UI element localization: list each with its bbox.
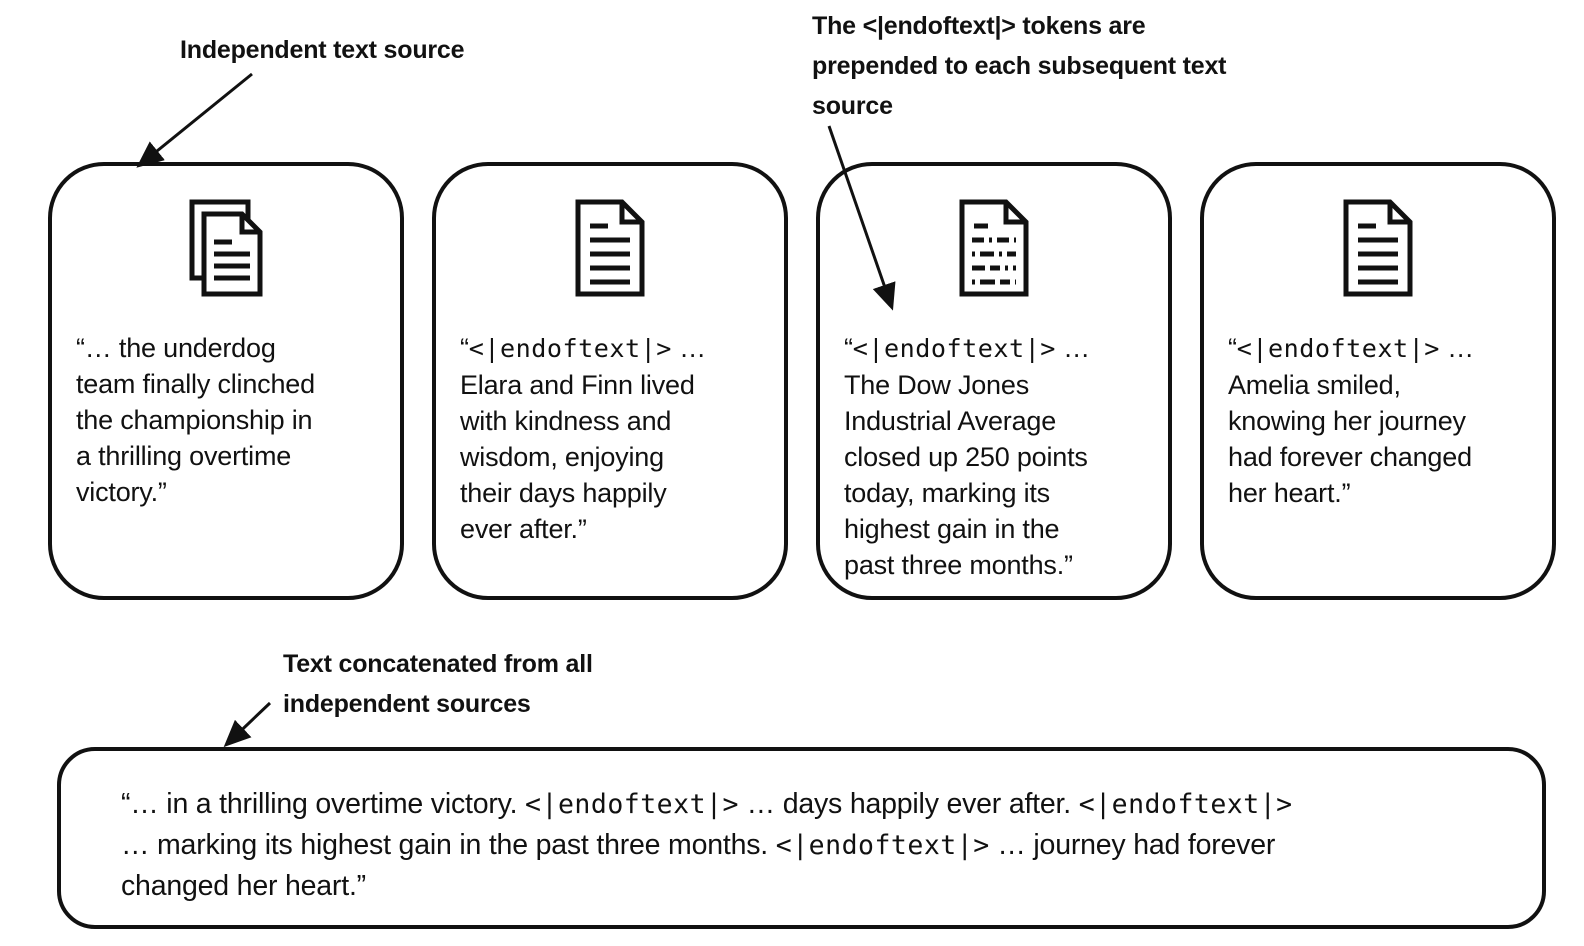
document-dashed-lines-icon [954, 198, 1034, 298]
independent-text-source-label: Independent text source [180, 36, 465, 64]
document-icon [570, 198, 650, 298]
text-concatenated-label: Text concatenated from all independent s… [283, 650, 593, 718]
endoftext-token: <|endoftext|> [852, 334, 1056, 363]
endoftext-token: <|endoftext|> [1236, 334, 1440, 363]
quote-text-segment: … Elara and Finn lived with kindness and… [460, 333, 706, 544]
quote-text-segment: “… in a thrilling overtime victory. [121, 788, 526, 820]
source-cards-row: “… the underdog team finally clinched th… [48, 162, 1558, 600]
quote-text-segment: “ [1228, 333, 1237, 363]
quote-text-segment: … days happily ever after. [738, 788, 1079, 820]
endoftext-token: <|endoftext|> [468, 334, 672, 363]
source-card-3: “<|endoftext|> … The Dow Jones Industria… [816, 162, 1172, 600]
endoftext-token: <|endoftext|> [1078, 789, 1293, 820]
quote-text-segment: “ [844, 333, 853, 363]
source-card-1: “… the underdog team finally clinched th… [48, 162, 404, 600]
independent-source-arrow [136, 72, 253, 168]
source-card-2: “<|endoftext|> … Elara and Finn lived wi… [432, 162, 788, 600]
quote-text-segment: “… the underdog team finally clinched th… [76, 333, 315, 507]
source-quote: “<|endoftext|> … Elara and Finn lived wi… [436, 330, 784, 547]
source-card-4: “<|endoftext|> … Amelia smiled, knowing … [1200, 162, 1556, 600]
source-quote: “<|endoftext|> … The Dow Jones Industria… [820, 330, 1168, 583]
quote-text-segment: … Amelia smiled, knowing her journey had… [1228, 333, 1474, 508]
endoftext-token: <|endoftext|> [525, 789, 739, 820]
quote-text-segment: “ [460, 333, 469, 363]
concatenated-text-box: “… in a thrilling overtime victory. <|en… [57, 747, 1546, 929]
source-quote: “… the underdog team finally clinched th… [52, 330, 400, 510]
concatenated-arrow [223, 701, 272, 748]
source-quote: “<|endoftext|> … Amelia smiled, knowing … [1204, 330, 1552, 511]
quote-text-segment: … The Dow Jones Industrial Average close… [844, 333, 1090, 580]
document-icon [1338, 198, 1418, 298]
endoftext-token: <|endoftext|> [775, 830, 990, 861]
document-pages-icon [180, 198, 272, 298]
endoftext-tokens-prepended-label: The <|endoftext|> tokens are prepended t… [812, 12, 1227, 120]
quote-text-segment: … journey had forever changed her heart.… [121, 829, 1276, 902]
quote-text-segment: … marking its highest gain in the past t… [121, 829, 769, 861]
concatenated-quote: “… in a thrilling overtime victory. <|en… [121, 784, 1511, 906]
